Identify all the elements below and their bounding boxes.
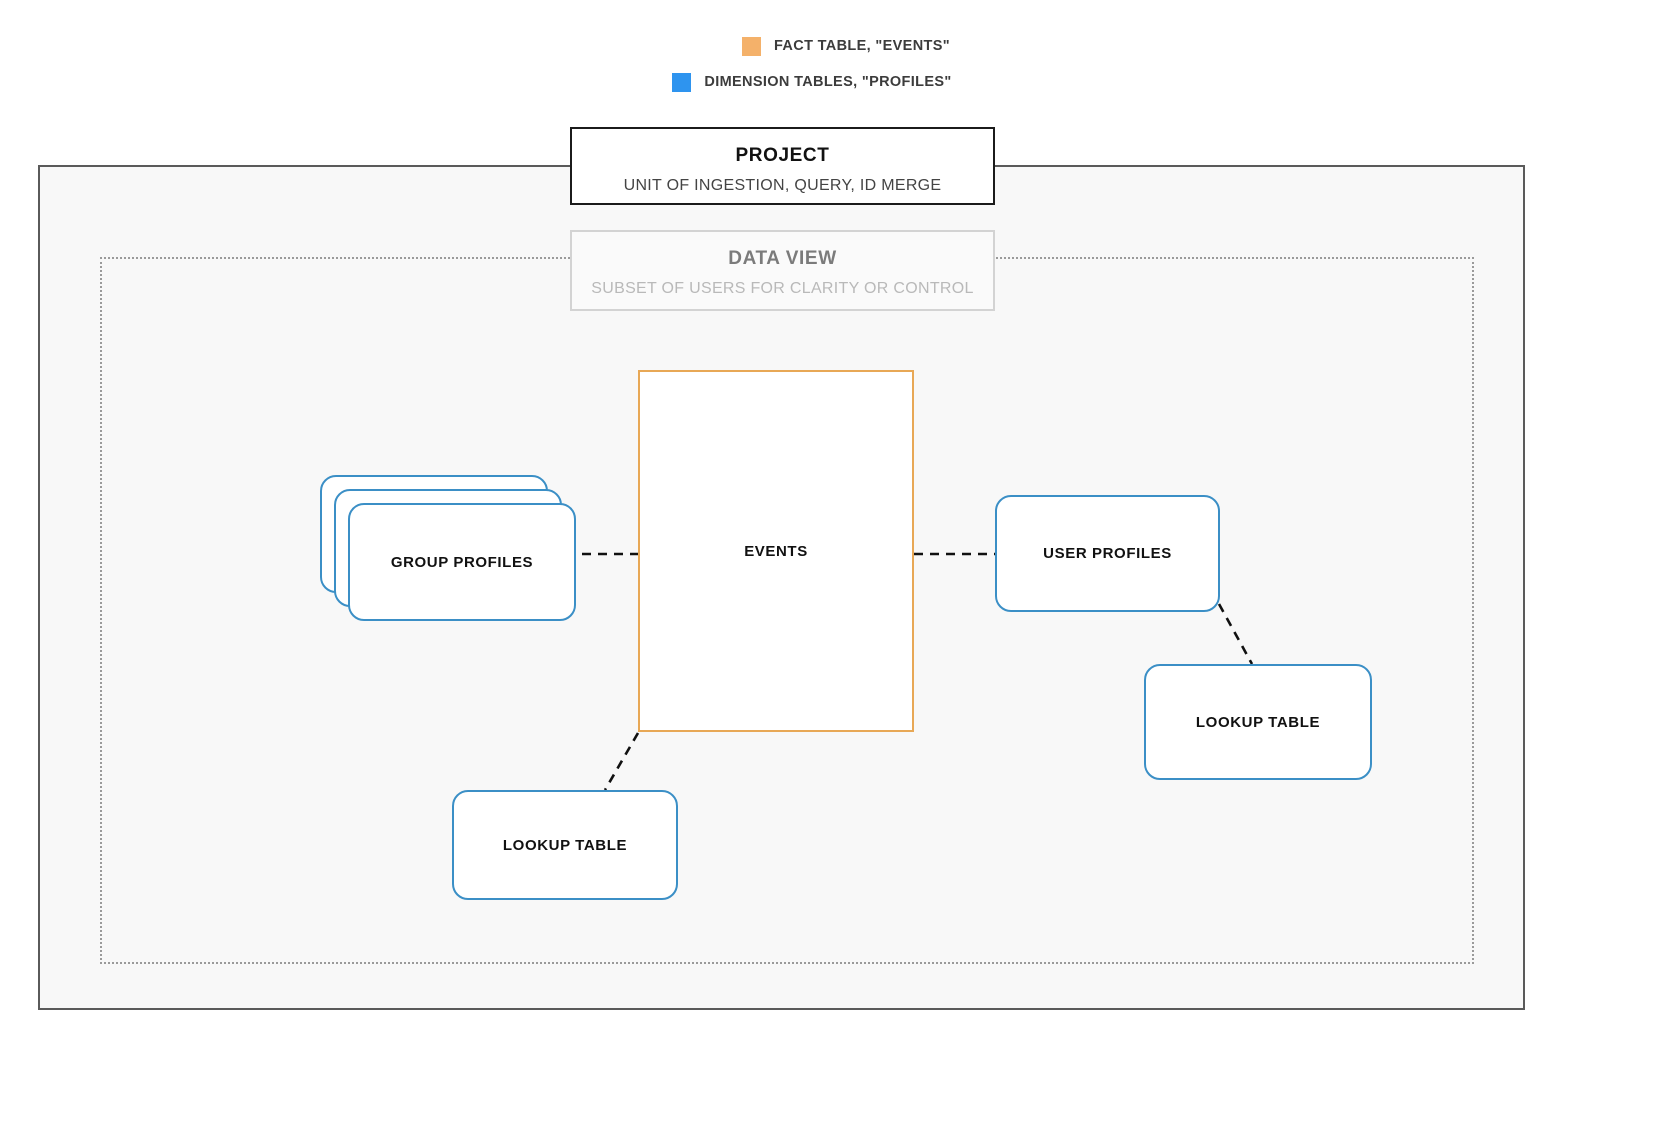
lookup-table-left-label: LOOKUP TABLE: [502, 836, 628, 854]
user-profiles-card[interactable]: USER PROFILES: [995, 495, 1220, 612]
legend-label-fact-table: FACT TABLE, "EVENTS": [774, 38, 950, 54]
project-subtitle: UNIT OF INGESTION, QUERY, ID MERGE: [623, 176, 942, 194]
legend-swatch-dimension-icon: [672, 72, 692, 92]
legend-item-fact-table: FACT TABLE, "EVENTS": [0, 28, 1664, 64]
events-fact-table-box[interactable]: EVENTS: [638, 370, 914, 732]
lookup-table-right-card[interactable]: LOOKUP TABLE: [1144, 664, 1372, 780]
data-view-title: DATA VIEW: [728, 248, 837, 269]
data-view-card[interactable]: DATA VIEW SUBSET OF USERS FOR CLARITY OR…: [570, 230, 995, 311]
legend-swatch-fact-icon: [742, 36, 762, 56]
group-profiles-card[interactable]: GROUP PROFILES: [348, 503, 576, 621]
group-profiles-label: GROUP PROFILES: [390, 553, 534, 571]
data-view-subtitle: SUBSET OF USERS FOR CLARITY OR CONTROL: [591, 279, 974, 297]
legend-item-dimension-tables: DIMENSION TABLES, "PROFILES": [0, 64, 1664, 100]
lookup-table-left-card[interactable]: LOOKUP TABLE: [452, 790, 678, 900]
lookup-table-right-label: LOOKUP TABLE: [1195, 713, 1321, 731]
legend-label-dimension-tables: DIMENSION TABLES, "PROFILES": [704, 74, 952, 90]
user-profiles-label: USER PROFILES: [1043, 545, 1172, 562]
project-title: PROJECT: [735, 145, 830, 166]
legend: FACT TABLE, "EVENTS" DIMENSION TABLES, "…: [0, 28, 1664, 100]
project-card[interactable]: PROJECT UNIT OF INGESTION, QUERY, ID MER…: [570, 127, 995, 205]
events-label: EVENTS: [744, 542, 808, 560]
